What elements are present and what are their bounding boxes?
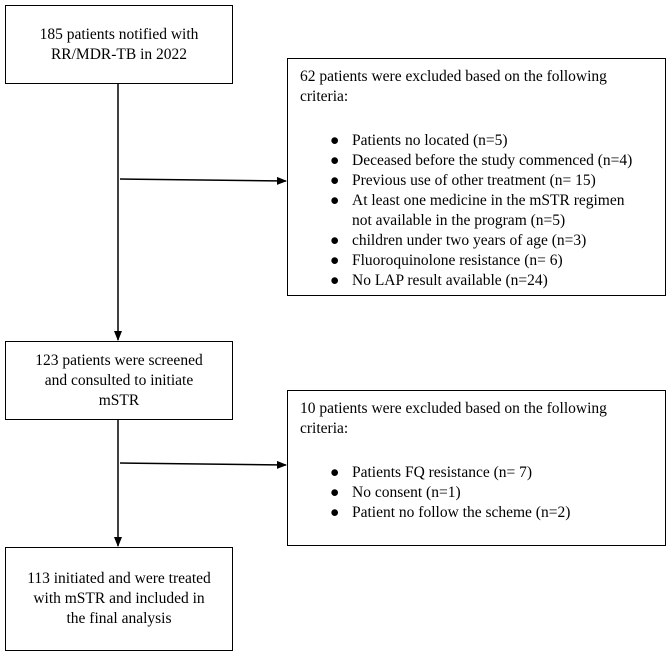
final-analysis-box: 113 initiated and were treated with mSTR… [5, 547, 233, 651]
heading-line: criteria: [300, 420, 349, 437]
first-exclusion-criteria-list: ● Patients no located (n=5) ● Deceased b… [322, 131, 655, 291]
first-exclusion-box: 62 patients were excluded based on the f… [287, 58, 666, 296]
notified-text-line: RR/MDR-TB in 2022 [50, 45, 188, 63]
criteria-text: children under two years of age (n=3) [352, 232, 587, 249]
bullet-icon: ● [330, 132, 340, 149]
bullet-icon: ● [330, 192, 340, 209]
criteria-item: ● Previous use of other treatment (n= 15… [322, 171, 655, 191]
criteria-text: not available in the program (n=5) [352, 212, 566, 229]
notified-text-line: 185 patients notified with [39, 25, 199, 43]
screened-text-line: mSTR [98, 391, 140, 409]
criteria-text: Patients FQ resistance (n= 7) [352, 464, 533, 481]
arrow-to-first-exclusion [119, 176, 287, 185]
bullet-icon: ● [330, 232, 340, 249]
second-exclusion-box: 10 patients were excluded based on the f… [287, 390, 666, 546]
analysis-text-line: the final analysis [66, 610, 172, 627]
heading-line: criteria: [300, 88, 349, 105]
criteria-item: ● At least one medicine in the mSTR regi… [322, 191, 655, 231]
criteria-item: ● Patient no follow the scheme (n=2) [322, 503, 655, 523]
criteria-item: ● Patients FQ resistance (n= 7) [322, 463, 655, 483]
bullet-icon: ● [330, 252, 340, 269]
criteria-item: ● No LAP result available (n=24) [322, 271, 655, 291]
screened-text-line: 123 patients were screened [35, 351, 203, 369]
criteria-item: ● Deceased before the study commenced (n… [322, 151, 655, 171]
analysis-text-line: with mSTR and included in [33, 590, 205, 607]
bullet-icon: ● [330, 152, 340, 169]
bullet-icon: ● [330, 484, 340, 501]
screened-patients-box: 123 patients were screened and consulted… [5, 341, 233, 420]
criteria-item: ● Fluoroquinolone resistance (n= 6) [322, 251, 655, 271]
criteria-text: No consent (n=1) [352, 484, 461, 501]
criteria-text: Previous use of other treatment (n= 15) [352, 172, 596, 189]
screened-text-line: and consulted to initiate [44, 371, 194, 389]
analysis-text-line: 113 initiated and were treated [27, 570, 211, 587]
criteria-text: Patients no located (n=5) [352, 132, 508, 149]
bullet-icon: ● [330, 172, 340, 189]
bullet-icon: ● [330, 272, 340, 289]
criteria-text: Deceased before the study commenced (n=4… [352, 152, 633, 169]
criteria-text: Fluoroquinolone resistance (n= 6) [352, 252, 563, 269]
bullet-icon: ● [330, 464, 340, 481]
criteria-item: ● No consent (n=1) [322, 483, 655, 503]
criteria-item: ● Patients no located (n=5) [322, 131, 655, 151]
criteria-item: ● children under two years of age (n=3) [322, 231, 655, 251]
notified-patients-box: 185 patients notified with RR/MDR-TB in … [5, 5, 233, 84]
heading-line: 10 patients were excluded based on the f… [300, 400, 607, 417]
arrow-to-second-exclusion [119, 460, 287, 469]
criteria-text: At least one medicine in the mSTR regime… [352, 192, 625, 209]
criteria-text: No LAP result available (n=24) [352, 272, 548, 289]
second-exclusion-heading: 10 patients were excluded based on the f… [300, 399, 655, 439]
heading-line: 62 patients were excluded based on the f… [300, 68, 607, 85]
first-exclusion-heading: 62 patients were excluded based on the f… [300, 67, 655, 107]
criteria-text: Patient no follow the scheme (n=2) [352, 504, 571, 521]
second-exclusion-criteria-list: ● Patients FQ resistance (n= 7) ● No con… [322, 463, 655, 523]
bullet-icon: ● [330, 504, 340, 521]
